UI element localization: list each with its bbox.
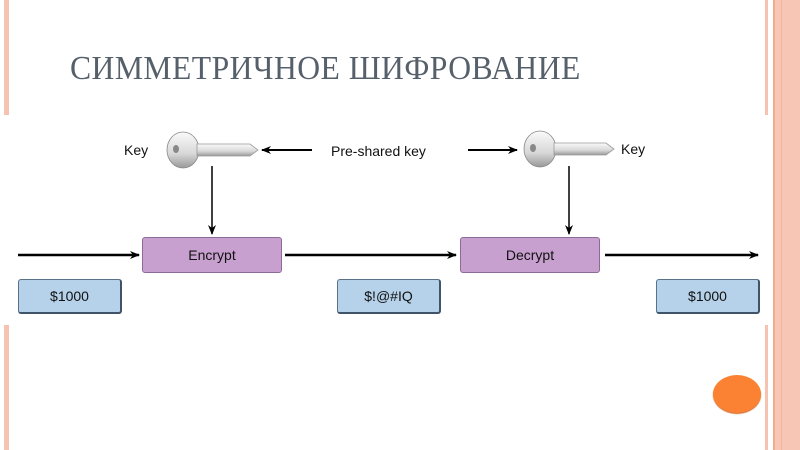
- preshared-key-label: Pre-shared key: [331, 143, 426, 159]
- decrypt-box: Decrypt: [460, 237, 600, 273]
- encrypt-box: Encrypt: [142, 237, 282, 273]
- key-icon-right: [523, 130, 615, 168]
- right-accent-bar-bottom: [765, 325, 768, 450]
- ciphertext-box: $!@#IQ: [337, 279, 441, 314]
- right-accent-bar-top: [765, 0, 768, 115]
- slide-title: СИММЕТРИЧНОЕ ШИФРОВАНИЕ: [70, 50, 581, 87]
- key-icon-left: [166, 131, 259, 169]
- plaintext-output-box: $1000: [656, 279, 760, 314]
- left-accent-bar-top: [4, 0, 9, 115]
- left-accent-bar-bottom: [4, 325, 9, 450]
- plaintext-input-box: $1000: [18, 279, 122, 314]
- key-left-label: Key: [124, 142, 149, 158]
- key-right-label: Key: [621, 141, 646, 157]
- right-edge-stripe: [773, 0, 800, 450]
- orange-decorative-circle: [713, 375, 761, 413]
